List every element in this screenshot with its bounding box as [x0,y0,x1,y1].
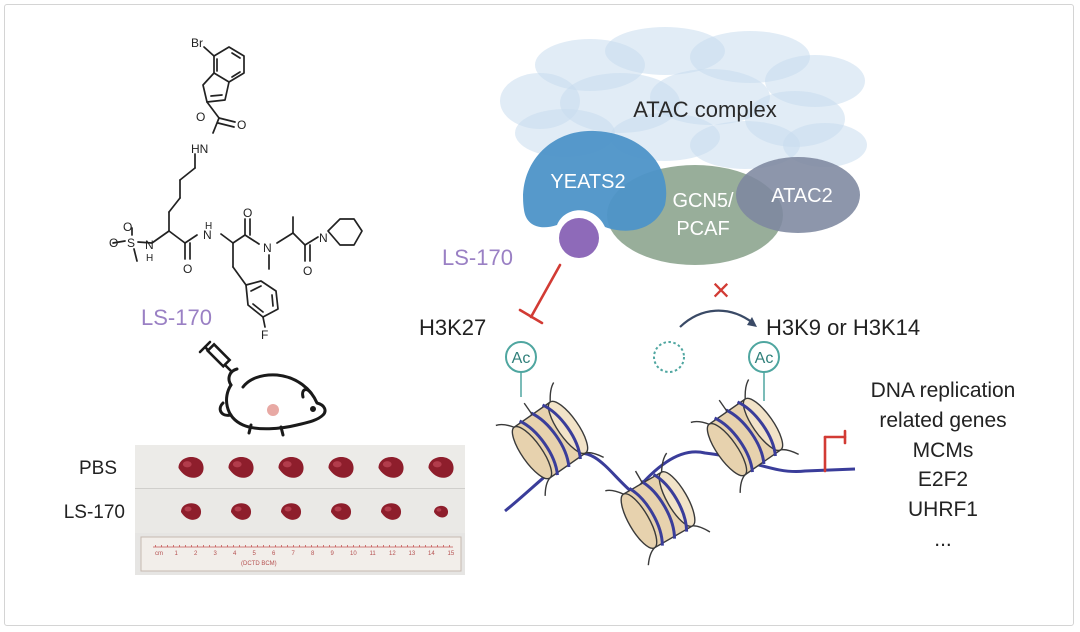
atom-o-amide1: O [237,118,246,132]
atac-cloud [500,27,867,169]
yeats2-subunit [523,130,667,231]
atac2-subunit [736,157,860,233]
yeats2-label: YEATS2 [550,171,625,193]
ruler-number: 12 [389,551,396,557]
tumor-highlight [182,461,192,468]
ruler-number: 11 [370,551,377,557]
gcn5-label-line1: GCN5/ [672,190,734,212]
atom-s: S [127,236,135,250]
atom-n-methyl: N [263,241,272,255]
gene-line: related genes [879,409,1006,432]
h3k27-label: H3K27 [419,315,486,340]
ruler-number: 3 [214,551,218,557]
gene-line: UHRF1 [908,498,978,521]
tumor-highlight [384,506,392,512]
atom-o-amide2: O [183,262,192,276]
h3k9-label: H3K9 or H3K14 [766,315,920,340]
benzene-ring [213,46,245,83]
tumor-highlight [234,506,242,512]
acetylation-arrow [679,309,754,328]
mouse-icon [218,367,327,437]
atom-o-sulfonyl: O [109,236,118,250]
gcn5-label-line2: PCAF [676,218,729,240]
ruler-number: 6 [272,551,276,557]
atom-nh3: N [203,228,212,242]
tumor-highlight [332,461,342,468]
ac-empty-marker [653,341,685,373]
nucleosome [605,452,711,566]
ruler-number: 14 [428,551,435,557]
row-label-ls170: LS-170 [64,502,125,523]
blocked-x-icon: × [712,272,731,308]
ruler-text: (DCTD BCM) [241,561,277,567]
ruler-number: 8 [311,551,315,557]
atom-nh2: N [145,238,154,252]
gene-line: ... [934,528,952,551]
tumor-highlight [184,506,192,512]
atom-n-piperidine: N [319,231,328,245]
ruler-number: 10 [350,551,357,557]
atom-br: Br [191,36,203,50]
fluorophenyl-ring [245,280,279,318]
inhibition-arrow [518,263,562,325]
tumor-dot [267,404,279,416]
ls170-inhibitor-icon [559,218,599,258]
acetylation-arrowhead [747,317,757,327]
ruler-number: 2 [194,551,198,557]
ruler-number: 9 [331,551,335,557]
promoter-arrow-icon [823,429,847,473]
ruler-number: 7 [292,551,296,557]
ruler-number: 15 [448,551,455,557]
inhibitor-label: LS-170 [442,245,513,270]
compound-label: LS-170 [141,305,212,330]
atom-o-amide4: O [303,264,312,278]
atom-o-sulfonyl2: O [123,220,132,234]
tumors-pbs-row [178,457,454,478]
furan-ring [202,72,230,103]
atac2-label: ATAC2 [771,185,833,207]
ls170-structure [112,46,363,328]
nucleosome-array [495,379,799,566]
ac-label-h3k27: Ac [512,350,531,367]
complex-title: ATAC complex [633,97,776,122]
atom-nh1: HN [191,142,208,156]
tumor-highlight [284,506,292,512]
gene-list: DNA replication related genes MCMs E2F2 … [871,379,1016,551]
tumor-highlight [436,508,442,512]
tumor-highlight [382,461,392,468]
ac-label-h3k9: Ac [755,350,774,367]
ruler-number: 1 [175,551,179,557]
tumor-highlight [282,461,292,468]
gene-line: E2F2 [918,468,968,491]
row-label-pbs: PBS [79,458,117,479]
atom-o-amide3: O [243,206,252,220]
figure-canvas: Br O O HN O S O N H O N H O N O N F LS-1… [64,27,1016,575]
ruler-number: 5 [253,551,257,557]
gene-line: DNA replication [871,379,1016,402]
ruler-number: 4 [233,551,237,557]
tumor-highlight [232,461,242,468]
gene-line: MCMs [913,439,974,462]
atom-o-furan: O [196,110,205,124]
ruler-number: 13 [409,551,416,557]
atom-f: F [261,328,268,342]
nucleosome [690,379,799,493]
tumor-highlight [432,461,442,468]
atom-nh2-h: H [146,253,153,264]
tumors-ls170-row [181,503,449,520]
piperidine-ring [327,218,363,246]
atom-nh3-h: H [205,221,212,232]
syringe-icon [198,340,234,374]
figure-frame: Br O O HN O S O N H O N H O N O N F LS-1… [4,4,1074,626]
ruler-number: cm [155,551,163,557]
tumor-highlight [334,506,342,512]
nucleosome [495,382,604,496]
